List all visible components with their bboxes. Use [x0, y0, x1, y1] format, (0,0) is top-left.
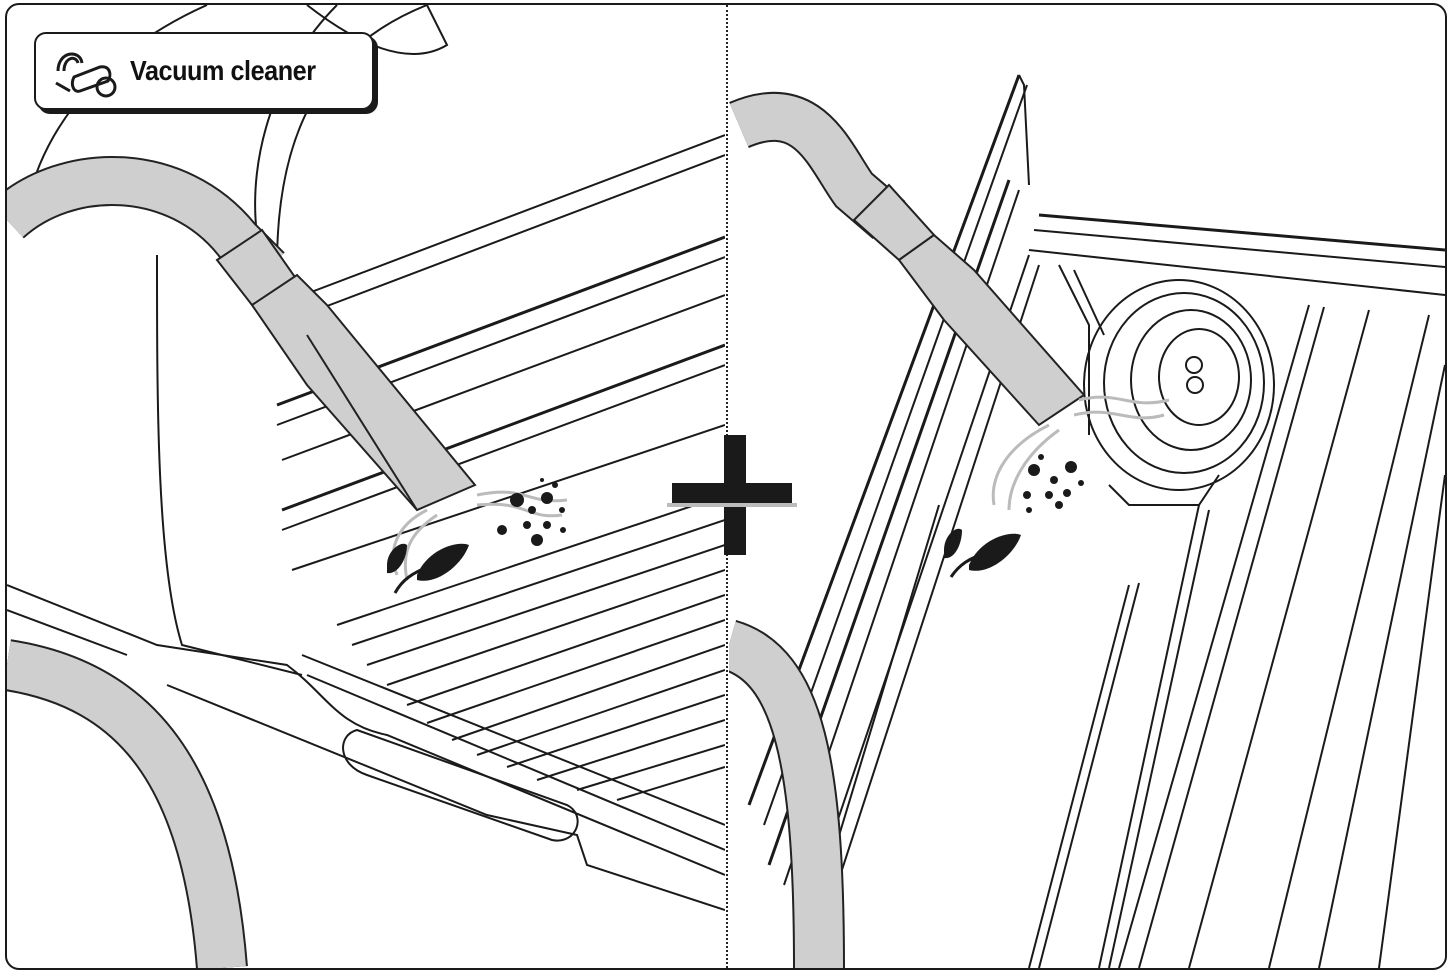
rail-top-1 — [276, 134, 725, 306]
top-beam — [1038, 213, 1445, 252]
label-text: Vacuum cleaner — [130, 55, 316, 86]
handle-recess — [342, 728, 579, 842]
airflow-lines-right — [991, 395, 1170, 511]
illustration-frame: Vacuum cleaner — [5, 3, 1447, 970]
slat-groove — [1028, 584, 1130, 968]
hose-bottom — [7, 641, 246, 968]
hose-top — [7, 157, 284, 287]
hose-top-right — [729, 93, 904, 238]
leaf-icon — [387, 543, 469, 594]
right-panel-drawing — [729, 74, 1445, 968]
rail-top-3 — [281, 343, 725, 512]
hose-bottom-right — [729, 621, 843, 968]
housing-body-edge — [156, 254, 303, 676]
nozzle — [215, 228, 477, 512]
leaf-icon-right — [944, 528, 1021, 578]
dirt-particles-icon-right — [1023, 454, 1084, 513]
vacuum-cleaner-icon — [50, 41, 122, 101]
right-panel-cleaning-shaft — [729, 5, 1445, 968]
housing-curve-inner — [254, 5, 338, 236]
slat-edge — [336, 494, 725, 626]
winding-drum — [1083, 279, 1275, 491]
vacuum-cleaner-label: Vacuum cleaner — [34, 32, 374, 110]
left-panel-cleaning-rails — [7, 5, 725, 968]
nozzle-right — [852, 183, 1086, 427]
dirt-particles-icon — [497, 478, 566, 546]
left-panel-drawing — [7, 5, 725, 968]
plus-icon — [667, 430, 797, 560]
